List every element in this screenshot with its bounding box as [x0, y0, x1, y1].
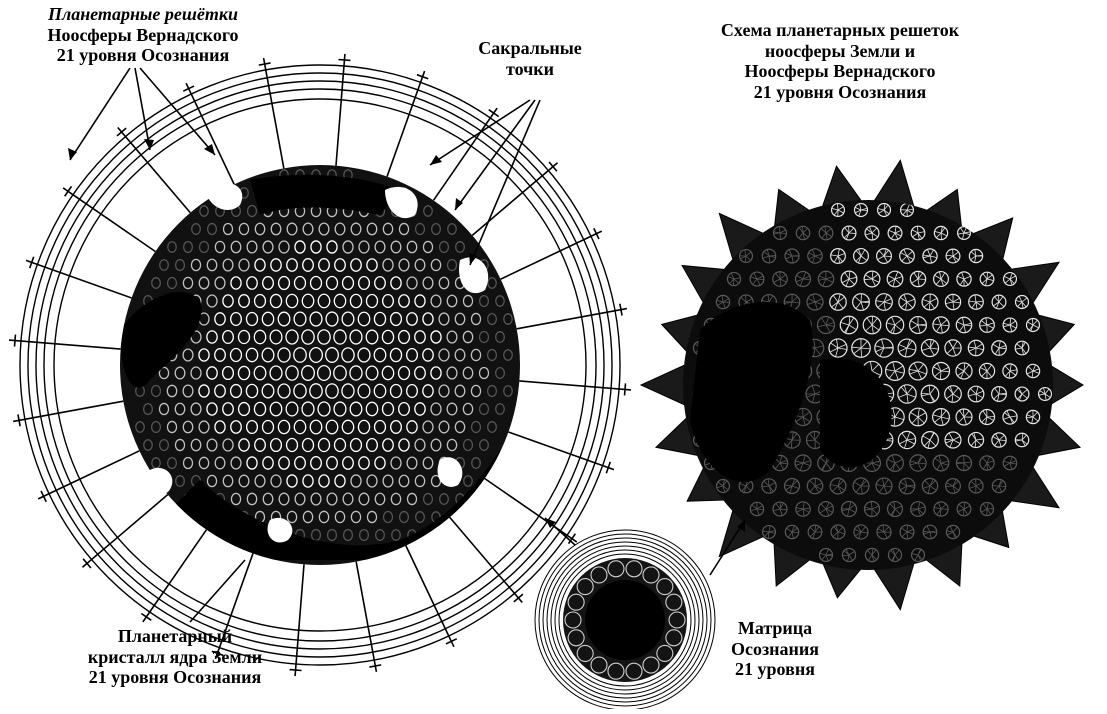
left-spoke-tick	[338, 59, 350, 60]
pointer-noosphere-1	[70, 68, 130, 160]
left-spoke	[519, 381, 631, 390]
left-spoke-tick	[489, 110, 499, 117]
right-cell-ray	[987, 272, 988, 279]
right-cell-ray	[923, 531, 930, 532]
label-core-crystal-line-3: 21 уровня Осознания	[55, 667, 295, 688]
label-scheme-title-line-2: ноосферы Земли и	[690, 41, 990, 62]
left-spoke	[38, 451, 139, 499]
label-scheme-title-line-1: Схема планетарных решеток	[690, 20, 990, 41]
label-scheme-title-line-3: Ноосферы Вернадского	[690, 61, 990, 82]
pointer-crystal	[190, 560, 245, 622]
label-scheme-title: Схема планетарных решеток ноосферы Земли…	[690, 20, 990, 103]
right-cell-ray	[999, 440, 1006, 441]
arrowhead-1	[68, 148, 77, 160]
left-spoke	[387, 71, 425, 177]
label-noosphere-grids: Планетарные решётки Ноосферы Вернадского…	[8, 4, 278, 66]
left-spoke	[63, 188, 155, 252]
label-matrix: Матрица Осознания 21 уровня	[715, 618, 835, 680]
right-cell-ray	[780, 233, 781, 239]
matrix-icon	[535, 530, 715, 709]
left-spoke	[434, 108, 498, 200]
pointer-sacral-3	[470, 100, 540, 265]
right-cell-ray	[849, 233, 856, 234]
left-spoke-tick	[620, 304, 622, 316]
label-sacral-points: Сакральные точки	[445, 38, 615, 79]
left-spoke-tick	[14, 335, 15, 347]
label-core-crystal: Планетарный кристалл ядра Земли 21 уровн…	[55, 626, 295, 688]
right-cell-ray	[941, 233, 942, 240]
label-noosphere-grids-line-1: Планетарные решётки	[8, 4, 278, 25]
label-matrix-line-2: Осознания	[715, 639, 835, 660]
right-sphere-icon	[641, 160, 1083, 609]
left-spoke	[9, 340, 121, 349]
label-noosphere-grids-line-2: Ноосферы Вернадского	[8, 25, 278, 46]
left-spoke	[336, 54, 345, 166]
left-spoke-tick	[369, 665, 381, 667]
left-spoke	[264, 58, 284, 168]
left-spoke	[501, 231, 602, 279]
arrowhead-4	[430, 155, 442, 165]
left-spoke	[485, 479, 577, 543]
left-spoke	[295, 564, 304, 676]
label-matrix-line-3: 21 уровня	[715, 659, 835, 680]
left-spoke-tick	[625, 383, 626, 395]
left-spoke	[472, 163, 557, 236]
left-spoke	[186, 83, 234, 184]
label-core-crystal-line-1: Планетарный	[55, 626, 295, 647]
right-cell-ray	[987, 416, 995, 417]
right-cell-ray	[871, 501, 872, 509]
left-spoke	[508, 432, 614, 470]
label-core-crystal-line-2: кристалл ядра Земли	[55, 647, 295, 668]
left-spoke	[82, 495, 167, 568]
left-spoke	[356, 562, 376, 672]
right-cell-ray	[998, 295, 999, 302]
left-spoke-tick	[141, 614, 151, 621]
right-cell-ray	[802, 226, 803, 233]
label-sacral-points-line-2: точки	[445, 59, 615, 80]
matrix-core	[585, 580, 665, 660]
label-matrix-line-1: Матрица	[715, 618, 835, 639]
arrowhead-3	[204, 144, 215, 155]
label-noosphere-grids-line-3: 21 уровня Осознания	[8, 45, 278, 66]
left-spoke-tick	[18, 414, 20, 426]
left-spoke	[13, 401, 123, 421]
right-cell-ray	[940, 371, 941, 379]
left-spoke	[143, 530, 207, 622]
left-spoke	[118, 127, 191, 212]
label-scheme-title-line-4: 21 уровня Осознания	[690, 82, 990, 103]
left-spoke	[26, 260, 132, 298]
right-cell-ray	[815, 478, 816, 486]
left-spoke-tick	[65, 186, 72, 196]
left-sphere-icon	[9, 54, 631, 676]
left-spoke	[517, 309, 627, 329]
right-cell-ray	[837, 204, 838, 210]
left-spoke	[450, 517, 523, 602]
right-cell-ray	[861, 294, 862, 302]
label-sacral-points-line-1: Сакральные	[445, 38, 615, 59]
left-spoke	[406, 546, 454, 647]
right-cell-ray	[723, 302, 730, 303]
right-cell-ray	[999, 486, 1006, 487]
